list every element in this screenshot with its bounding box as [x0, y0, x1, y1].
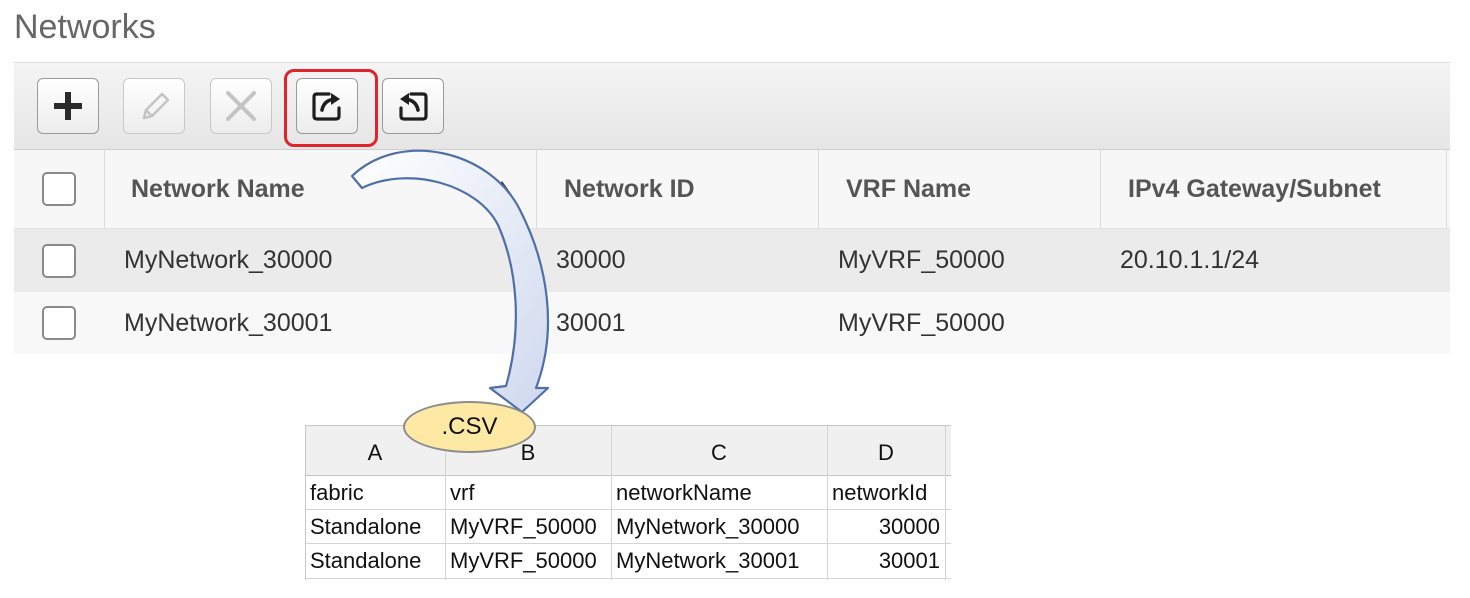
column-letter: B: [520, 440, 536, 465]
column-letter: D: [878, 440, 894, 465]
pencil-icon: [142, 92, 170, 120]
page-title: Networks: [14, 8, 156, 46]
column-header-vrf-name[interactable]: VRF Name: [846, 174, 972, 203]
table-row[interactable]: MyNetwork_30001 30001 MyVRF_50000: [14, 292, 1450, 354]
export-icon: [312, 92, 341, 121]
column-letter: C: [711, 440, 727, 465]
spreadsheet-cell: networkName: [616, 479, 752, 505]
import-button[interactable]: [382, 78, 444, 134]
column-header-ipv4-gateway[interactable]: IPv4 Gateway/Subnet: [1128, 174, 1381, 203]
row-checkbox[interactable]: [42, 306, 76, 340]
export-highlight-box: [284, 69, 378, 147]
spreadsheet-cell: MyVRF_50000: [450, 513, 597, 539]
csv-file-badge: .CSV: [403, 401, 536, 453]
add-button[interactable]: [37, 78, 99, 134]
network-id-cell: 30001: [556, 308, 626, 337]
table-row[interactable]: MyNetwork_30000 30000 MyVRF_50000 20.10.…: [14, 229, 1450, 292]
delete-button[interactable]: [210, 78, 272, 134]
spreadsheet-row: fabric vrf networkName networkId: [305, 476, 951, 510]
spreadsheet-cell: MyVRF_50000: [450, 548, 597, 573]
export-button[interactable]: [296, 78, 358, 134]
spreadsheet-cell: networkId: [832, 479, 928, 505]
ipv4-gateway-cell: 20.10.1.1/24: [1120, 246, 1260, 274]
row-checkbox[interactable]: [42, 243, 76, 278]
spreadsheet-cell: fabric: [310, 479, 364, 505]
spreadsheet-cell: Standalone: [310, 548, 422, 573]
column-letter: A: [367, 440, 383, 465]
csv-spreadsheet: A B C D fabric vrf networkName networkId…: [305, 425, 951, 580]
column-header-network-name[interactable]: Network Name: [131, 174, 305, 203]
spreadsheet-cell: MyNetwork_30001: [616, 548, 800, 573]
table-header: Network Name Network ID VRF Name IPv4 Ga…: [14, 150, 1450, 229]
network-name-cell: MyNetwork_30001: [124, 308, 333, 337]
spreadsheet-cell: MyNetwork_30000: [616, 513, 800, 539]
x-icon: [226, 91, 256, 121]
column-header-network-id[interactable]: Network ID: [564, 174, 695, 203]
vrf-name-cell: MyVRF_50000: [838, 246, 1005, 274]
spreadsheet-cell: 30001: [878, 548, 940, 573]
select-all-cell: [42, 150, 76, 228]
import-icon: [399, 92, 428, 121]
edit-button[interactable]: [123, 78, 185, 134]
vrf-name-cell: MyVRF_50000: [838, 308, 1005, 337]
select-all-checkbox[interactable]: [42, 172, 76, 206]
spreadsheet-row: Standalone MyVRF_50000 MyNetwork_30000 3…: [305, 510, 951, 544]
network-name-cell: MyNetwork_30000: [124, 246, 333, 274]
spreadsheet-cell: Standalone: [310, 513, 422, 539]
spreadsheet-row: Standalone MyVRF_50000 MyNetwork_30001 3…: [305, 544, 951, 579]
toolbar: [14, 62, 1450, 150]
spreadsheet-cell: 30000: [878, 513, 940, 539]
plus-icon: [54, 92, 82, 120]
network-id-cell: 30000: [556, 246, 626, 274]
sort-ascending-icon: [492, 181, 512, 195]
spreadsheet-cell: vrf: [450, 479, 475, 505]
networks-table: Network Name Network ID VRF Name IPv4 Ga…: [14, 150, 1450, 354]
